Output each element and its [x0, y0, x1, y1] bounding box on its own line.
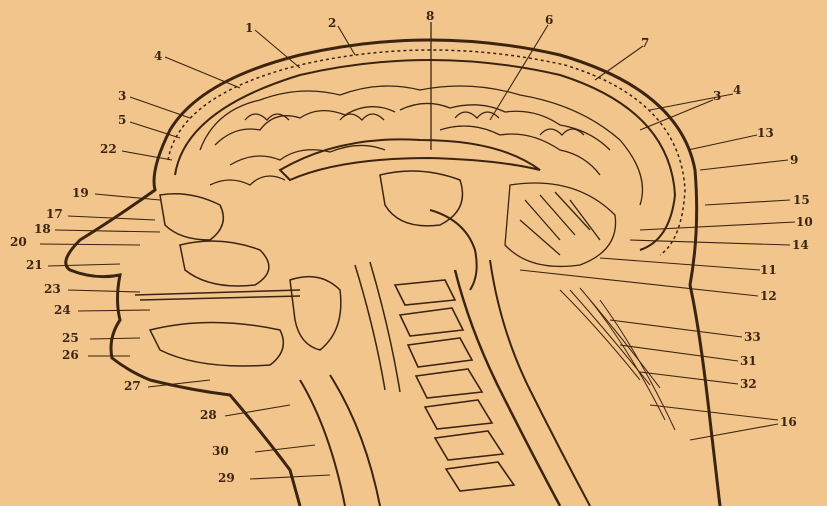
label-13: 13	[757, 126, 774, 140]
face-structures	[135, 194, 341, 366]
label-28: 28	[200, 408, 217, 422]
label-3: 3	[713, 89, 721, 103]
label-7: 7	[641, 36, 649, 50]
label-21: 21	[26, 258, 43, 272]
spinal-cord	[455, 270, 560, 506]
label-6: 6	[545, 13, 553, 27]
label-4: 4	[733, 83, 741, 97]
label-4: 4	[154, 49, 162, 63]
label-11: 11	[760, 263, 777, 277]
label-22: 22	[100, 142, 117, 156]
label-3: 3	[118, 89, 126, 103]
neck-muscles	[560, 288, 675, 430]
label-29: 29	[218, 471, 235, 485]
vertebral-column	[395, 280, 514, 491]
brainstem	[430, 210, 477, 290]
corpus-callosum	[280, 139, 540, 180]
cerebellum	[505, 183, 616, 266]
label-2: 2	[328, 16, 336, 30]
label-26: 26	[62, 348, 79, 362]
label-12: 12	[760, 289, 777, 303]
head-outline	[66, 40, 720, 506]
label-27: 27	[124, 379, 141, 393]
esophagus	[355, 262, 400, 392]
label-5: 5	[118, 113, 126, 127]
label-31: 31	[740, 354, 757, 368]
label-30: 30	[212, 444, 229, 458]
label-15: 15	[793, 193, 810, 207]
leader-lines	[40, 25, 795, 479]
label-1: 1	[245, 21, 253, 35]
label-19: 19	[72, 186, 89, 200]
label-33: 33	[744, 330, 761, 344]
label-25: 25	[62, 331, 79, 345]
label-8: 8	[426, 9, 434, 23]
label-14: 14	[792, 238, 809, 252]
label-9: 9	[790, 153, 798, 167]
trachea	[300, 375, 380, 506]
label-20: 20	[10, 235, 27, 249]
label-10: 10	[796, 215, 813, 229]
label-group: 1 2 8 6 7 4 3 3 4 5 13 22 9 19 15 17 10 …	[10, 9, 813, 485]
cerebrum	[200, 86, 643, 205]
label-18: 18	[34, 222, 51, 236]
label-16: 16	[780, 415, 797, 429]
label-32: 32	[740, 377, 757, 391]
label-23: 23	[44, 282, 61, 296]
label-24: 24	[54, 303, 71, 317]
label-17: 17	[46, 207, 63, 221]
scalp-layer	[168, 50, 685, 255]
